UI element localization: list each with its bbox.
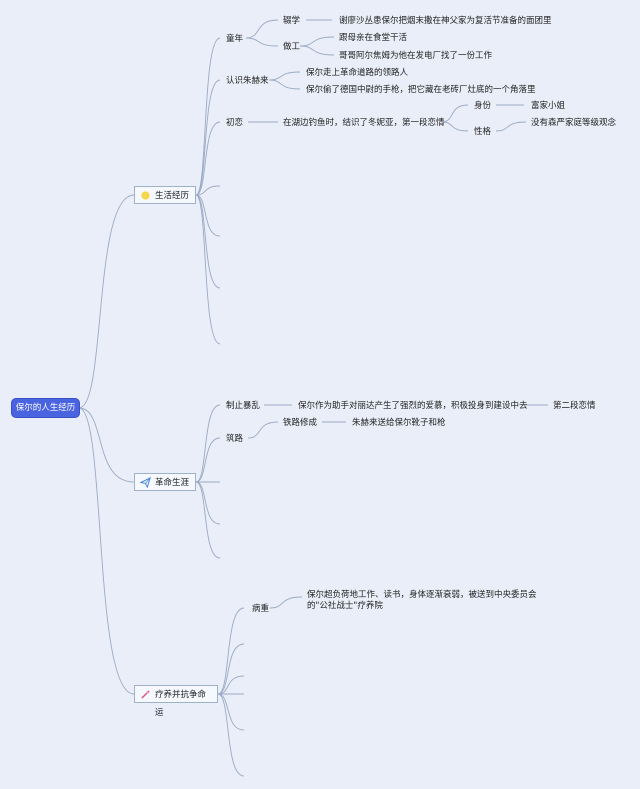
- revolution-spoke-0: [195, 404, 221, 483]
- node-first-love[interactable]: 初恋: [226, 118, 244, 128]
- work-detail-line-1: [299, 36, 335, 47]
- zhuhelai-line-1: [268, 71, 301, 81]
- recuperation-spoke-0: [217, 607, 245, 695]
- sun-icon: [141, 191, 150, 200]
- zhuhelai-line-2: [268, 79, 301, 90]
- branch-label: 革命生涯: [155, 478, 190, 488]
- branch-life-experience[interactable]: 生活经历: [134, 186, 196, 204]
- life-spoke-0: [195, 37, 221, 196]
- paper-plane-icon: [140, 477, 151, 488]
- railway-line: [247, 421, 279, 439]
- recuperation-spoke-2: [217, 675, 245, 695]
- branch-label: 生活经历: [155, 191, 190, 201]
- node-railway-detail[interactable]: 朱赫来送给保尔靴子和枪: [352, 418, 446, 428]
- root-to-life-line: [78, 194, 135, 409]
- node-identity-detail[interactable]: 富家小姐: [531, 101, 566, 111]
- node-personality-detail[interactable]: 没有森严家庭等级观念: [531, 118, 617, 128]
- node-childhood[interactable]: 童年: [226, 34, 244, 44]
- root-node[interactable]: 保尔的人生经历: [12, 399, 79, 417]
- recuperation-spoke-1: [217, 643, 245, 695]
- node-dropout[interactable]: 辍学: [283, 16, 301, 26]
- life-spoke-5: [195, 194, 221, 289]
- magic-wand-icon: [141, 689, 151, 699]
- node-second-love[interactable]: 第二段恋情: [553, 401, 596, 411]
- life-spoke-1: [195, 79, 221, 196]
- personality-line: [441, 121, 469, 132]
- node-railway-done[interactable]: 铁路修成: [283, 418, 318, 428]
- branch-recuperation-fate[interactable]: 疗养并抗争命运: [134, 685, 218, 718]
- recuperation-spoke-4: [217, 693, 245, 731]
- branch-revolution-career[interactable]: 革命生涯: [134, 473, 196, 491]
- branch-label: 疗养并抗争命运: [155, 690, 207, 718]
- node-meet-zhuhelai[interactable]: 认识朱赫来: [226, 76, 269, 86]
- node-work-detail-2[interactable]: 哥哥阿尔焦姆为他在发电厂找了一份工作: [339, 51, 493, 61]
- node-first-love-detail[interactable]: 在湖边钓鱼时，结识了冬妮亚，第一段恋情: [283, 118, 445, 128]
- revolution-spoke-1: [195, 437, 221, 483]
- root-to-revolution-line: [78, 407, 135, 483]
- node-zhuhelai-detail-1[interactable]: 保尔走上革命道路的领路人: [306, 68, 409, 78]
- identity-line: [441, 104, 469, 123]
- root-to-recuperation-line: [78, 407, 135, 695]
- node-ill-detail[interactable]: 保尔超负荷地工作、读书，身体逐渐衰弱，被送到中央委员会的"公社战士"疗养院: [307, 590, 537, 611]
- life-spoke-6: [195, 194, 221, 345]
- childhood-to-dropout: [245, 19, 279, 39]
- node-zhuhelai-detail-2[interactable]: 保尔偷了德国中尉的手枪，把它藏在老砖厂灶底的一个角落里: [306, 85, 536, 95]
- node-personality[interactable]: 性格: [474, 127, 492, 137]
- node-dropout-detail[interactable]: 谢廖沙丛患保尔把烟末撒在神父家为复活节准备的面团里: [339, 16, 552, 26]
- life-spoke-3: [195, 185, 221, 196]
- node-work[interactable]: 做工: [283, 42, 301, 52]
- childhood-to-work: [245, 37, 279, 47]
- work-detail-line-2: [299, 45, 335, 56]
- life-spoke-4: [195, 194, 221, 237]
- recuperation-spoke-5: [217, 693, 245, 777]
- life-spoke-2: [195, 121, 221, 196]
- node-seriously-ill[interactable]: 病重: [252, 604, 270, 614]
- node-identity[interactable]: 身份: [474, 101, 492, 111]
- revolution-spoke-4: [195, 481, 221, 559]
- node-stop-riot-detail[interactable]: 保尔作为助手对丽达产生了强烈的爱慕，积极投身到建设中去: [298, 401, 528, 411]
- revolution-spoke-3: [195, 481, 221, 525]
- node-road-building[interactable]: 筑路: [226, 434, 244, 444]
- node-work-detail-1[interactable]: 跟母亲在食堂干活: [339, 33, 408, 43]
- node-stop-riot[interactable]: 制止暴乱: [226, 401, 261, 411]
- personality-detail-line: [495, 121, 527, 132]
- ill-detail-line: [269, 596, 303, 609]
